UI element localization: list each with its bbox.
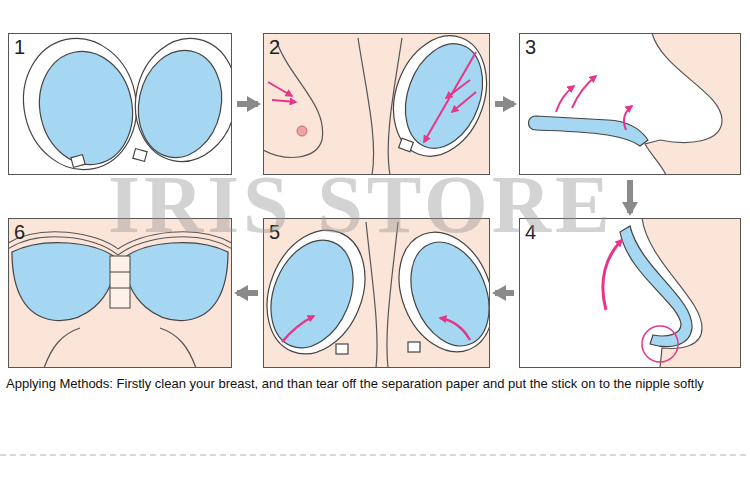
bra-joined [110,272,130,288]
caption-text: Applying Methods: Firstly clean your bre… [6,376,748,392]
breast-front [452,92,476,112]
profile-peel [556,86,574,112]
bra-joined [8,218,232,368]
cups-front [336,344,348,354]
bra-joined [8,218,232,368]
cups-pair [71,155,85,168]
cups-front [387,222,398,368]
breast-front [392,33,490,159]
breast-front [263,33,490,175]
cups-pair [133,149,147,162]
profile-applied [642,326,678,362]
bra-joined [160,328,196,368]
step-arrow [495,290,514,296]
cups-front [282,316,314,342]
step-number: 2 [269,36,280,58]
bra-joined [12,243,116,321]
step-arrow [627,180,633,213]
bra-joined [110,256,130,308]
step-arrow [237,290,258,296]
cups-front [382,218,490,366]
step-number: 3 [525,36,536,58]
breast-front [272,100,296,102]
step-panel: 6 [8,218,232,368]
step-panel: 2 [263,33,490,175]
step-number: 4 [525,221,536,243]
breast-front [297,126,307,136]
breast-front [446,80,470,98]
profile-peel [519,33,741,175]
step-panel: 1 [8,33,232,175]
profile-applied [620,226,692,347]
bra-joined [44,328,80,368]
step-panel: 4 [519,218,741,368]
cups-front [263,228,368,360]
cups-front [396,230,490,357]
step-number: 6 [14,221,25,243]
cups-pair [29,43,143,174]
step-number: 1 [14,36,25,58]
step-arrow [495,101,514,107]
cups-pair [12,33,149,175]
profile-applied [519,218,741,368]
cups-pair [8,33,232,175]
profile-applied [519,218,741,368]
profile-peel [519,33,741,175]
watermark: IRIS STORE [108,160,614,250]
breast-front [358,38,374,175]
bra-joined [124,243,228,321]
breast-front [399,138,414,152]
cups-front [408,342,420,352]
breast-front [268,82,292,96]
breast-front [424,52,476,142]
cups-front [440,318,470,340]
profile-peel [572,76,596,108]
cups-front [366,222,377,368]
dashed-rule [0,455,750,456]
profile-applied [603,240,622,310]
cups-front [263,218,383,368]
profile-peel [624,106,632,130]
profile-peel [529,116,649,146]
cups-pair [124,33,232,171]
step-panel: 5 [263,218,490,368]
step-number: 5 [269,221,280,243]
step-arrow [237,101,258,107]
profile-peel [645,33,741,175]
cups-pair [129,43,232,166]
cups-front [263,218,490,368]
breast-front [377,33,490,169]
step-panel: 3 [519,33,741,175]
